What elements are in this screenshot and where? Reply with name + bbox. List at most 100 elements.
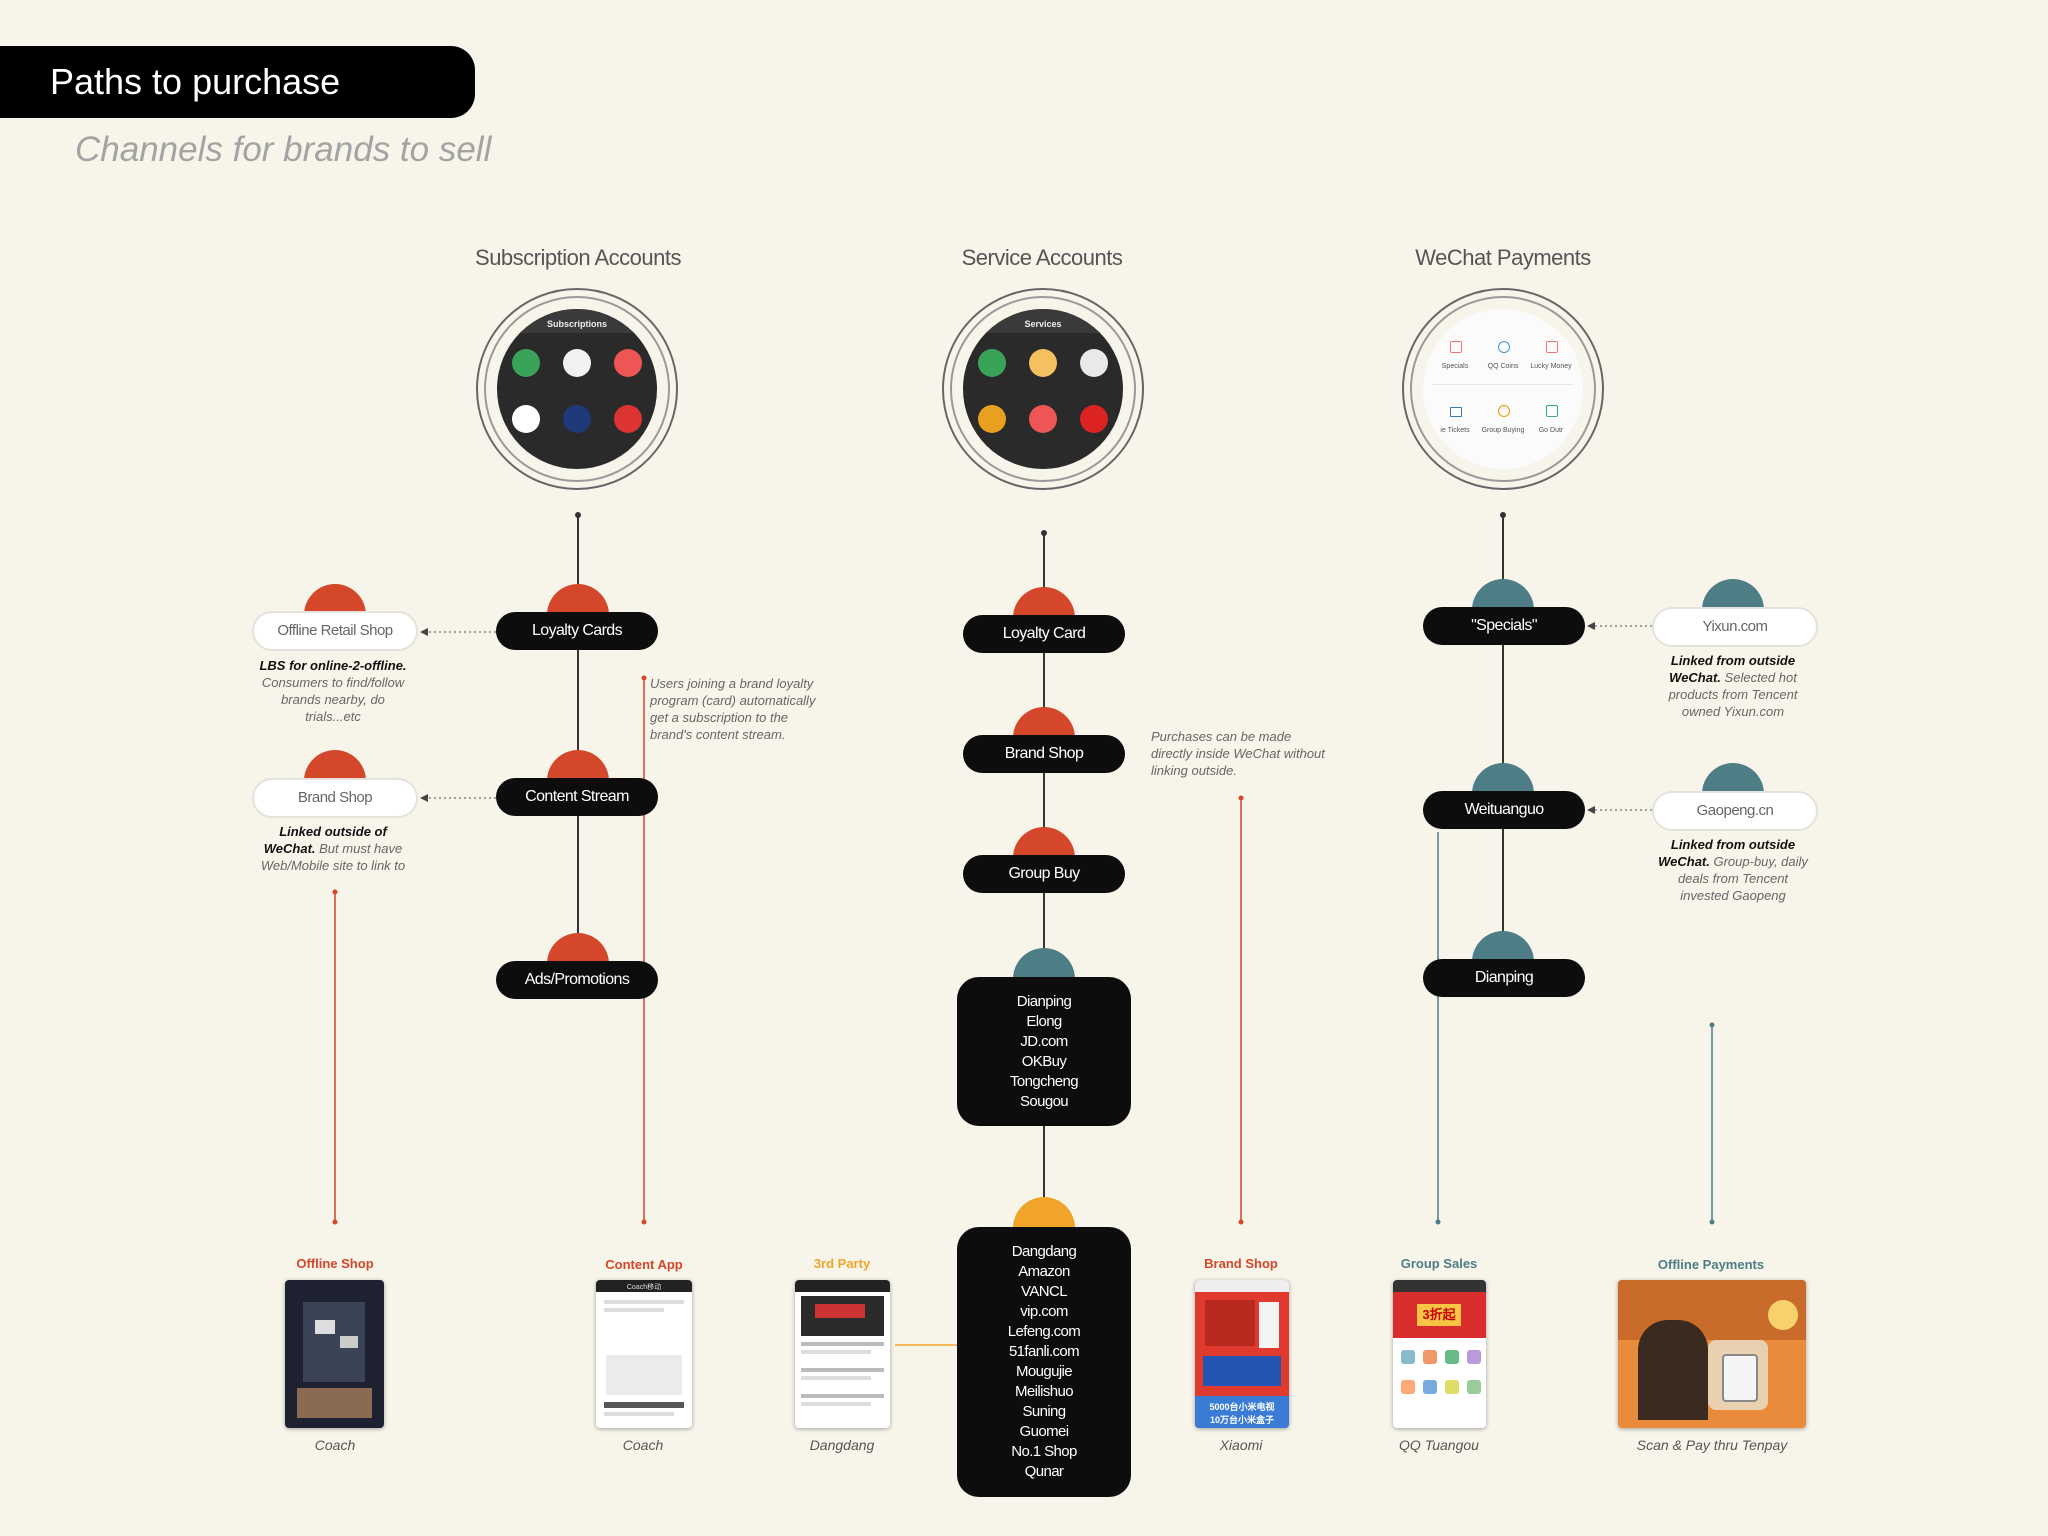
retailer-name: No.1 Shop xyxy=(1011,1443,1077,1460)
payments-spine-dot xyxy=(1500,512,1506,518)
content-stream-node[interactable]: Content Stream xyxy=(496,778,658,816)
group-buy-node[interactable]: Group Buy xyxy=(963,855,1125,893)
coach-app-screenshot: Coach移动 xyxy=(596,1280,692,1428)
retailer-name: Lefeng.com xyxy=(1007,1323,1081,1340)
service-inner-ring xyxy=(950,296,1136,482)
xiaomi-banner-text-2: 10万台小米盒子 xyxy=(1209,1415,1274,1425)
partner-name: Sougou xyxy=(1019,1092,1069,1110)
partner-name: JD.com xyxy=(1020,1032,1068,1050)
partner-name: Dianping xyxy=(1016,992,1072,1010)
service-spine-dot xyxy=(1041,530,1047,536)
app-icon xyxy=(1080,349,1108,377)
app-icon xyxy=(1080,405,1108,433)
drop-group-sales-bottom xyxy=(1435,1219,1441,1225)
channel-offline-payments-caption: Scan & Pay thru Tenpay xyxy=(1636,1437,1788,1453)
pay-dianping-node[interactable]: Dianping xyxy=(1423,959,1585,997)
retailer-name: Dangdang xyxy=(1011,1243,1077,1260)
page-subtitle: Channels for brands to sell xyxy=(75,130,492,169)
retailer-name: Qunar xyxy=(1024,1463,1064,1480)
yixun-node[interactable]: Yixun.com xyxy=(1652,607,1818,647)
ads-promotions-node[interactable]: Ads/Promotions xyxy=(496,961,658,999)
subscription-screen-title: Subscriptions xyxy=(546,319,607,329)
channel-offline-shop-label: Offline Shop xyxy=(296,1256,374,1271)
payments-tile-label: Group Buying xyxy=(1481,427,1525,434)
link-content-brand-arrow xyxy=(420,794,428,802)
retailer-name: Suning xyxy=(1022,1403,1066,1420)
drop-offline-shop-bottom xyxy=(332,1219,338,1225)
subscription-outer-ring xyxy=(476,288,678,490)
weituanguo-node[interactable]: Weituanguo xyxy=(1423,791,1585,829)
payments-tile-label: Lucky Money xyxy=(1530,363,1572,370)
loyalty-card-node[interactable]: Loyalty Card xyxy=(963,615,1125,653)
dangdang-screenshot xyxy=(795,1280,890,1428)
drop-offline-payments-bottom xyxy=(1709,1219,1715,1225)
retailer-name: VANCL xyxy=(1021,1283,1068,1300)
yixun-note-bold: Linked from outside WeChat. xyxy=(1669,653,1796,685)
offline-retail-shop-node[interactable]: Offline Retail Shop xyxy=(252,611,418,651)
app-icon xyxy=(563,349,591,377)
coins-icon xyxy=(1498,341,1510,353)
payments-tile-label: ie Tickets xyxy=(1440,427,1470,434)
drop-brand-shop-top xyxy=(1238,795,1244,801)
retailer-name: Meilishuo xyxy=(1015,1383,1074,1400)
channel-group-sales-caption: QQ Tuangou xyxy=(1399,1437,1479,1453)
subscription-screen: Subscriptions xyxy=(497,309,657,469)
xiaomi-banner-text: 5000台小米电视 xyxy=(1209,1402,1275,1412)
sub-brand-shop-note-text: But must have Web/Mobile site to link to xyxy=(260,841,406,873)
app-icon xyxy=(978,405,1006,433)
brand-shop-node[interactable]: Brand Shop xyxy=(963,735,1125,773)
drop-offline-shop-top xyxy=(332,889,338,895)
xiaomi-screenshot: 5000台小米电视 10万台小米盒子 xyxy=(1195,1280,1289,1428)
specials-node[interactable]: "Specials" xyxy=(1423,607,1585,645)
subscription-inner-ring xyxy=(484,296,670,482)
app-icon xyxy=(614,405,642,433)
payments-outer-ring xyxy=(1402,288,1604,490)
loyalty-note: Users joining a brand loyalty program (c… xyxy=(650,676,816,742)
channel-offline-shop-caption: Coach xyxy=(314,1437,356,1453)
offline-retail-note: LBS for online-2-offline. Consumers to f… xyxy=(258,657,408,725)
lucky-money-icon xyxy=(1546,341,1558,353)
retailer-name: 51fanli.com xyxy=(1008,1343,1080,1360)
service-outer-ring xyxy=(942,288,1144,490)
link-gaopeng-weituanguo-arrow xyxy=(1587,806,1595,814)
wechat-payments-title: WeChat Payments xyxy=(1415,245,1591,270)
payments-screen: Specials QQ Coins Lucky Money ie Tickets… xyxy=(1423,309,1583,469)
page-title: Paths to purchase xyxy=(0,46,475,118)
offline-retail-note-text: Consumers to find/follow brands nearby, … xyxy=(261,675,405,724)
link-loyalty-offline-arrow xyxy=(420,628,428,636)
channel-third-party-caption: Dangdang xyxy=(809,1437,875,1453)
channel-group-sales-label: Group Sales xyxy=(1400,1256,1478,1271)
partner-name: Elong xyxy=(1026,1012,1062,1030)
tenpay-photo xyxy=(1618,1280,1806,1428)
retailer-name: Amazon xyxy=(1018,1263,1070,1280)
tickets-icon xyxy=(1450,407,1462,417)
channel-offline-payments-label: Offline Payments xyxy=(1657,1257,1765,1272)
sub-brand-shop-note: Linked outside of WeChat. But must have … xyxy=(258,823,408,874)
channel-brand-shop-caption: Xiaomi xyxy=(1219,1437,1263,1453)
sub-brand-shop-node[interactable]: Brand Shop xyxy=(252,778,418,818)
retailer-name: vip.com xyxy=(1020,1303,1068,1320)
yixun-note: Linked from outside WeChat. Selected hot… xyxy=(1658,652,1808,720)
drop-brand-shop-bottom xyxy=(1238,1219,1244,1225)
retailer-name: Guomei xyxy=(1019,1423,1070,1440)
app-icon xyxy=(563,405,591,433)
coach-store-photo xyxy=(285,1280,384,1428)
gaopeng-node[interactable]: Gaopeng.cn xyxy=(1652,791,1818,831)
partners-box: Dianping Elong JD.com OKBuy Tongcheng So… xyxy=(957,977,1131,1126)
link-yixun-specials-arrow xyxy=(1587,622,1595,630)
channel-content-app-caption: Coach xyxy=(622,1437,664,1453)
payments-inner-ring xyxy=(1410,296,1596,482)
drop-content-app-top xyxy=(641,675,647,681)
app-icon xyxy=(978,349,1006,377)
qq-badge: 3折起 xyxy=(1417,1304,1461,1326)
channel-content-app-label: Content App xyxy=(605,1257,683,1272)
retailer-name: Mougujie xyxy=(1015,1363,1073,1380)
group-buying-icon xyxy=(1498,405,1510,417)
service-screen: Services xyxy=(963,309,1123,469)
drop-offline-payments-top xyxy=(1709,1022,1715,1028)
specials-icon xyxy=(1450,341,1462,353)
loyalty-cards-node[interactable]: Loyalty Cards xyxy=(496,612,658,650)
qq-tuangou-screenshot: 3折起 xyxy=(1393,1280,1486,1428)
go-dutch-icon xyxy=(1546,405,1558,417)
gaopeng-note: Linked from outside WeChat. Group-buy, d… xyxy=(1658,836,1808,904)
